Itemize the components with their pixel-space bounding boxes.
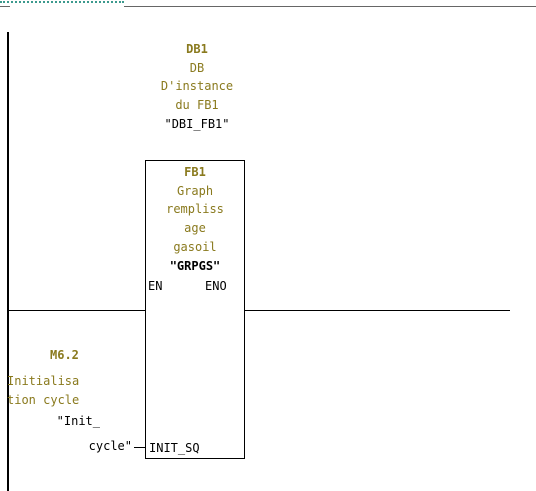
instance-db-symbol: "DBI_FB1": [164, 117, 230, 131]
function-block-box[interactable]: [145, 160, 245, 459]
block-symbol: "GRPGS": [169, 259, 221, 273]
block-comment-2: rempliss: [166, 202, 224, 216]
power-rail: [7, 32, 9, 491]
block-comment-3: age: [184, 221, 206, 235]
input-address: M6.2: [50, 348, 79, 362]
pin-eno: ENO: [205, 279, 227, 293]
input-comment-2: tion cycle: [7, 393, 80, 407]
instance-db-address: DB1: [186, 42, 208, 56]
pin-en: EN: [148, 279, 163, 293]
block-address: FB1: [184, 165, 206, 179]
block-comment-1: Graph: [176, 184, 214, 198]
input-symbol-2: cycle": [88, 439, 132, 453]
network-top-border: [124, 6, 536, 7]
block-comment-4: gasoil: [173, 240, 217, 254]
instance-db-comment-2: du FB1: [175, 98, 219, 112]
input-comment-1: Initialisa: [7, 374, 80, 388]
instance-db-comment-1: D'instance: [160, 79, 234, 93]
network-marker: [0, 1, 124, 3]
input-symbol-1: "Init_: [56, 414, 100, 428]
init-sq-wire: [134, 447, 145, 448]
instance-db-type: DB: [189, 61, 205, 75]
network-left-top-border: [0, 6, 10, 7]
eno-wire: [245, 310, 510, 311]
pin-init-sq: INIT_SQ: [149, 441, 200, 455]
en-wire: [8, 310, 145, 311]
